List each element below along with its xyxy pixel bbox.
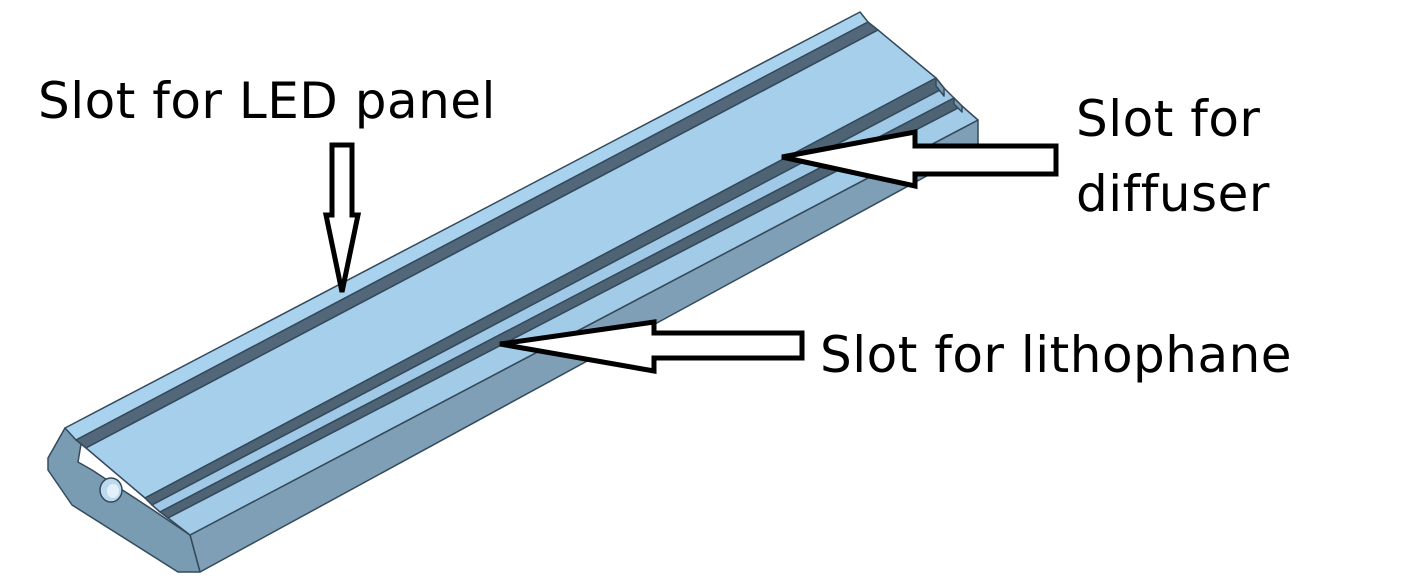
label-lithophane-slot: Slot for lithophane [820, 326, 1293, 384]
arrow-lithophane [499, 319, 805, 374]
rail-part [47, 11, 979, 573]
arrow-diffuser [781, 128, 1059, 190]
diffuser-slot [144, 77, 945, 506]
label-led-panel-slot: Slot for LED panel [38, 72, 496, 130]
label-diffuser-line2: diffuser [1076, 165, 1270, 223]
arrow-led-panel [322, 142, 362, 293]
front-ledge-top [167, 105, 979, 536]
mounting-hole-inner [107, 484, 119, 498]
label-diffuser-slot: Slot for diffuser [1076, 82, 1270, 232]
label-diffuser-line1: Slot for [1076, 90, 1261, 148]
far-end-cap-2 [953, 97, 963, 113]
far-end-cap [935, 77, 945, 97]
